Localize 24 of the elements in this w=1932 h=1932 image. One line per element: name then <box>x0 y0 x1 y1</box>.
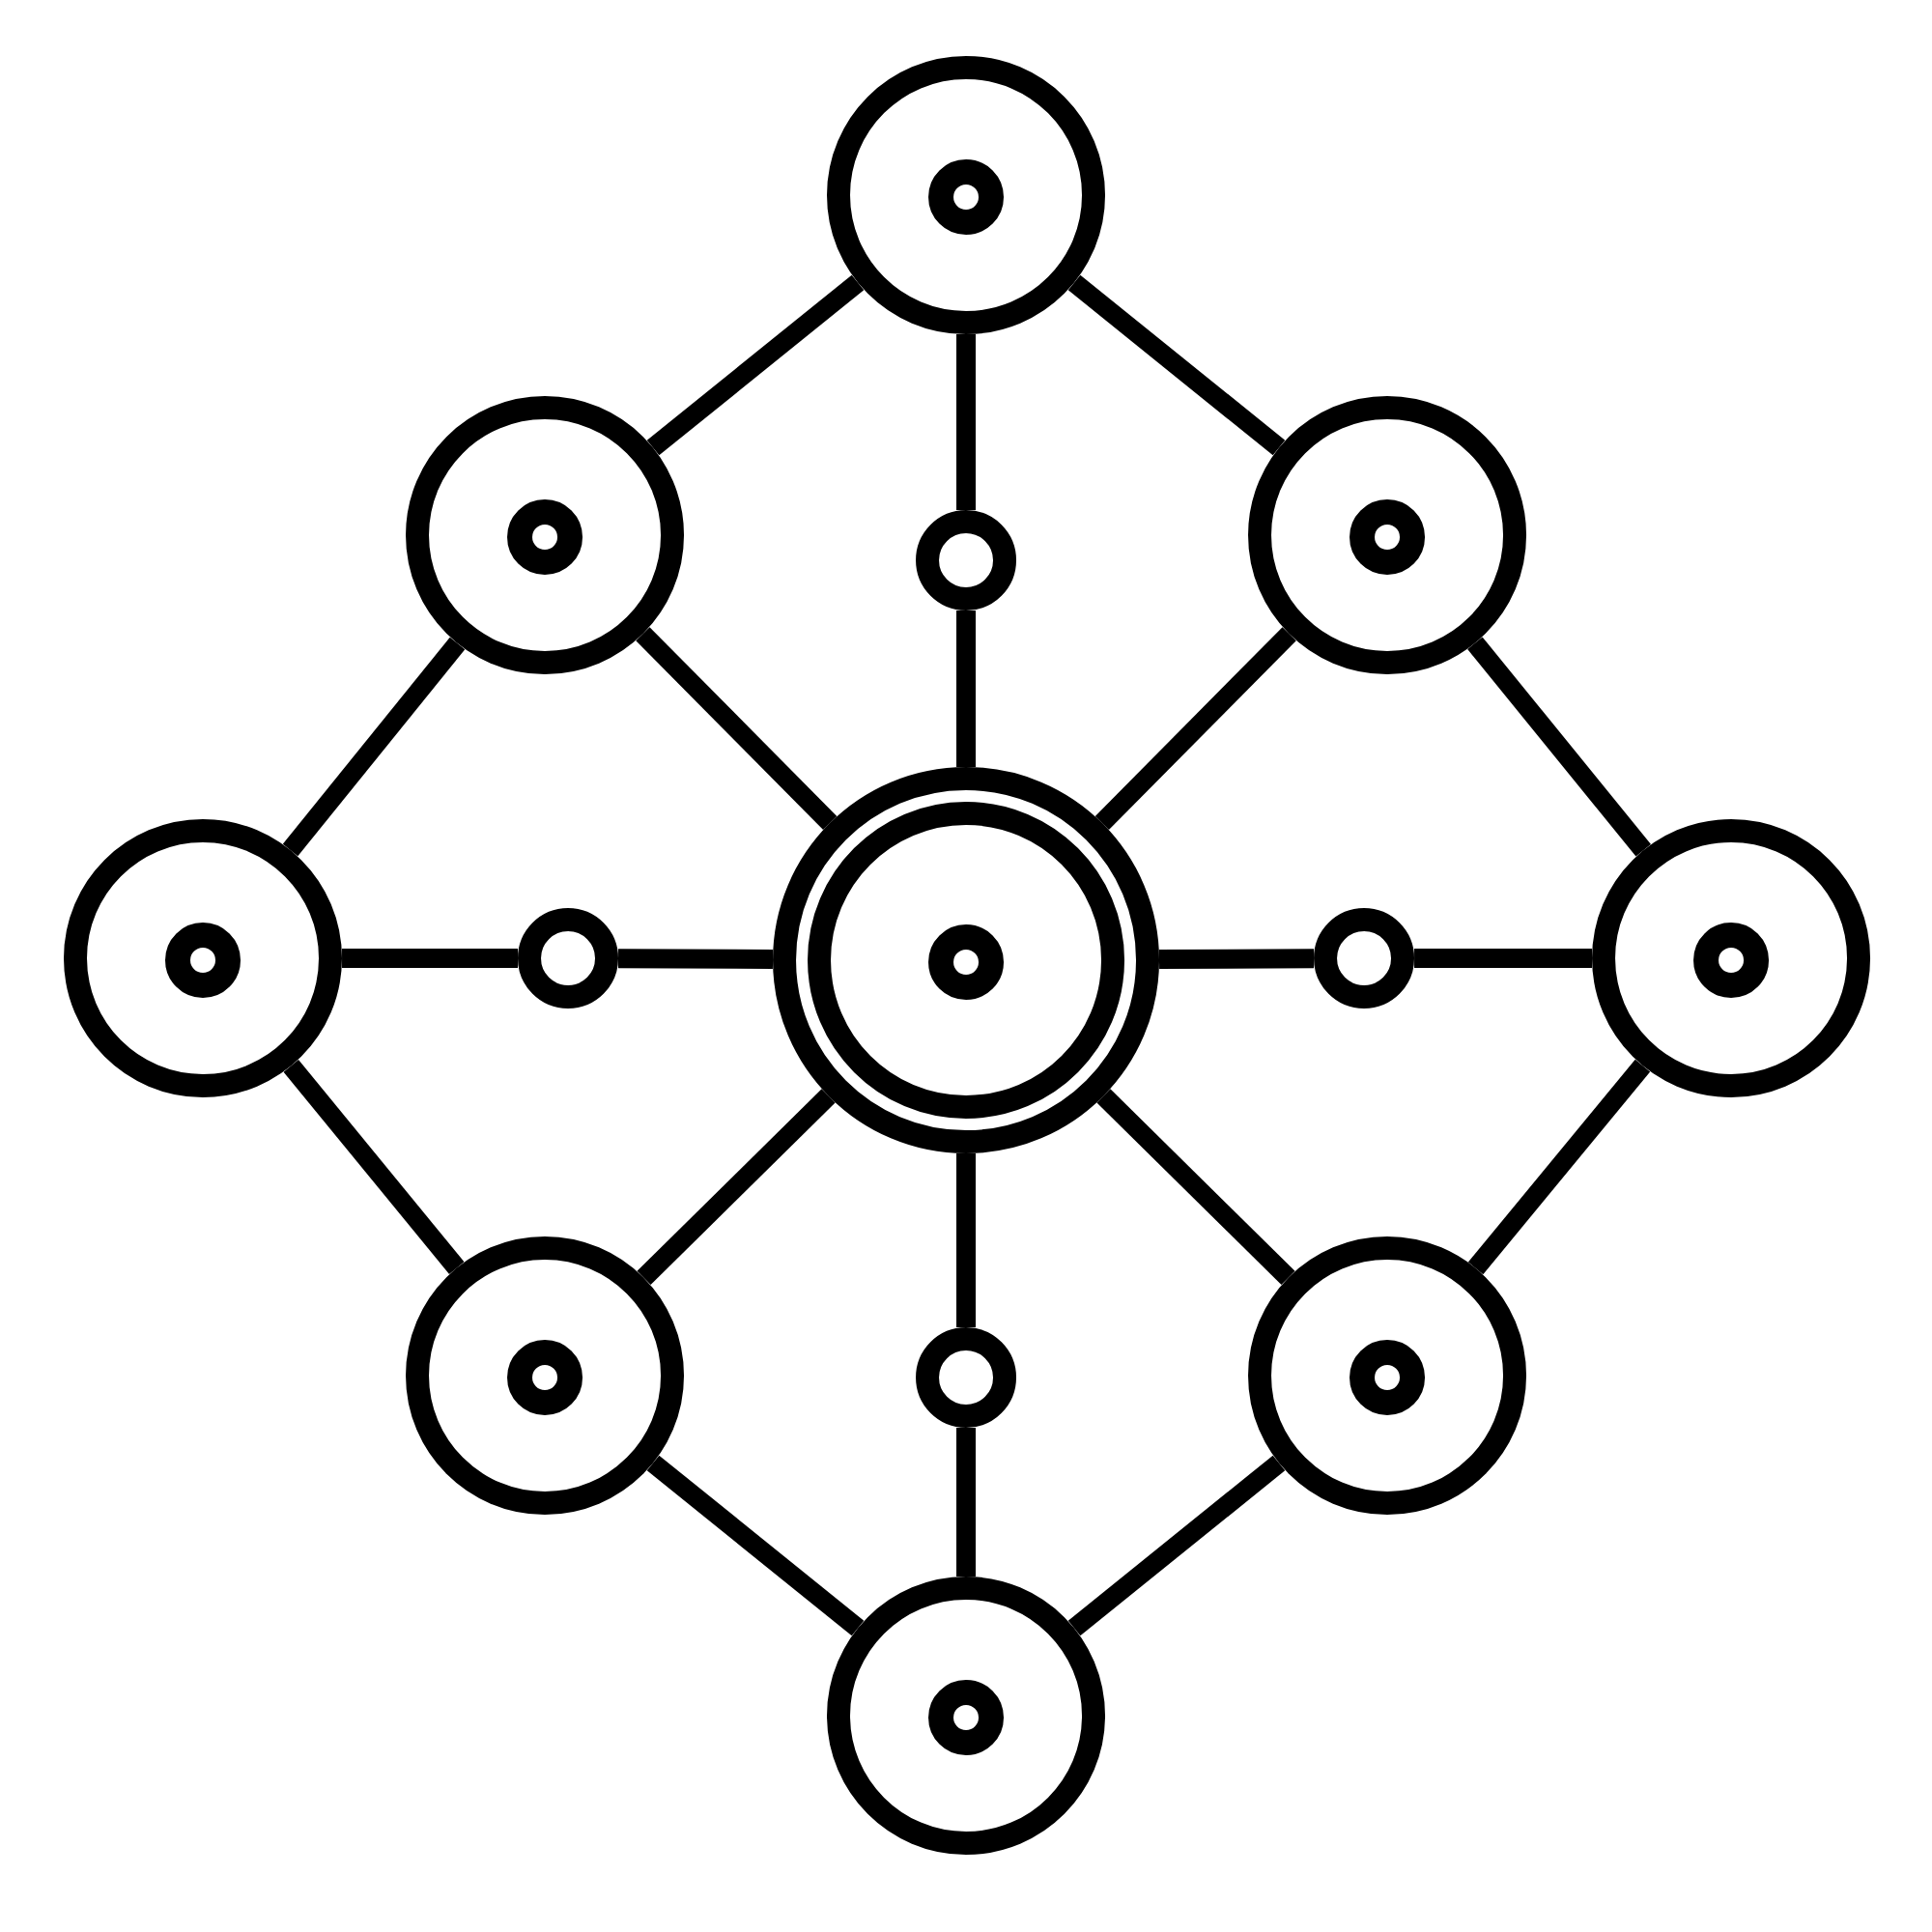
connector-line <box>1467 637 1651 857</box>
connector-line <box>1096 1089 1295 1286</box>
small-node <box>518 908 618 1009</box>
connector-line <box>1159 949 1315 970</box>
small-node <box>916 1327 1016 1428</box>
connector-line <box>1067 274 1286 456</box>
connector-line <box>956 1428 977 1577</box>
connector-line <box>1467 1059 1651 1275</box>
connector-line <box>618 949 774 970</box>
connector-line <box>646 1455 865 1636</box>
small-node <box>1314 908 1415 1009</box>
small-node <box>916 510 1016 611</box>
connector-line <box>956 1153 977 1327</box>
connector-line <box>1067 1455 1286 1636</box>
connector-line <box>282 637 466 857</box>
connector-line <box>1414 949 1593 968</box>
connector-line <box>956 611 977 767</box>
connector-line <box>646 274 865 456</box>
connector-line <box>283 1060 465 1274</box>
connector-line <box>637 1089 836 1286</box>
connector-line <box>636 627 838 830</box>
connector-line <box>1094 627 1296 830</box>
connector-line <box>342 949 518 968</box>
connector-line <box>956 334 977 510</box>
